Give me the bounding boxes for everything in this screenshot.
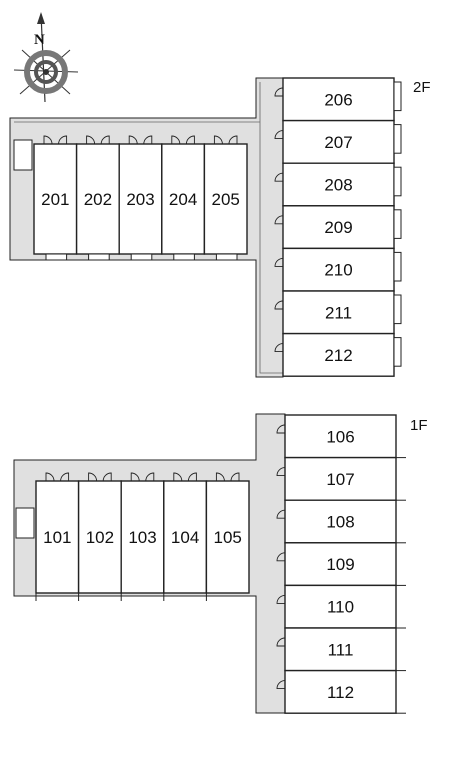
- unit-number: 112: [327, 683, 354, 702]
- unit-number: 207: [324, 133, 352, 152]
- unit-210: 210: [274, 247, 402, 292]
- west-units-2f: 201 202 203 204 205: [33, 135, 248, 261]
- unit-202: 202: [75, 135, 120, 261]
- door-icon: [274, 300, 284, 310]
- unit-211: 211: [274, 290, 402, 335]
- unit-106: 106: [276, 414, 406, 459]
- door-icon: [100, 135, 110, 145]
- unit-number: 109: [326, 555, 354, 574]
- unit-number: 111: [328, 640, 354, 659]
- unit-number: 107: [326, 470, 354, 489]
- door-icon: [128, 135, 138, 145]
- west-units-1f: 101 102 103 104 105: [35, 472, 250, 601]
- unit-number: 105: [214, 528, 242, 547]
- unit-number: 104: [171, 528, 199, 547]
- door-icon: [171, 135, 181, 145]
- door-icon: [276, 594, 286, 604]
- door-icon: [45, 472, 55, 482]
- unit-number: 210: [324, 261, 352, 280]
- door-icon: [274, 257, 284, 267]
- unit-number: 106: [326, 427, 354, 446]
- door-icon: [276, 467, 286, 477]
- staircase-2f: [13, 139, 33, 171]
- unit-201: 201: [33, 135, 78, 261]
- floor-2: 2F 201 202 203 204 205 206 207 208 209 210 211 212: [9, 77, 431, 378]
- floor-label-1f: 1F: [410, 417, 428, 434]
- unit-number: 206: [324, 90, 352, 109]
- door-icon: [130, 472, 140, 482]
- unit-102: 102: [77, 472, 122, 601]
- door-icon: [228, 135, 238, 145]
- unit-number: 101: [43, 528, 71, 547]
- door-icon: [276, 424, 286, 434]
- door-icon: [102, 472, 112, 482]
- east-units-2f: 206 207 208 209 210 211 212: [274, 77, 402, 377]
- door-icon: [60, 472, 70, 482]
- unit-number: 204: [169, 190, 197, 209]
- door-icon: [276, 680, 286, 690]
- door-icon: [88, 472, 98, 482]
- unit-203: 203: [118, 135, 163, 261]
- unit-108: 108: [276, 499, 406, 544]
- door-icon: [276, 637, 286, 647]
- door-icon: [86, 135, 96, 145]
- floor-label-2f: 2F: [413, 79, 431, 96]
- unit-103: 103: [120, 472, 165, 601]
- unit-109: 109: [276, 542, 406, 587]
- unit-107: 107: [276, 456, 406, 501]
- east-units-1f: 106 107 108 109 110 111 112: [276, 414, 406, 714]
- door-icon: [274, 130, 284, 140]
- floor-1: 1F 101 102 103 104 105 106 107 108 109 110 111 112: [13, 413, 428, 714]
- unit-number: 108: [326, 513, 354, 532]
- door-icon: [145, 472, 155, 482]
- unit-212: 212: [274, 332, 402, 377]
- door-icon: [215, 472, 225, 482]
- unit-112: 112: [276, 669, 406, 714]
- unit-number: 211: [325, 303, 352, 322]
- unit-205: 205: [203, 135, 248, 261]
- door-icon: [173, 472, 183, 482]
- unit-208: 208: [274, 162, 402, 207]
- unit-number: 110: [327, 598, 354, 617]
- unit-number: 209: [324, 218, 352, 237]
- door-icon: [230, 472, 240, 482]
- unit-206: 206: [274, 77, 402, 122]
- door-icon: [185, 135, 195, 145]
- door-icon: [143, 135, 153, 145]
- unit-101: 101: [35, 472, 80, 601]
- door-icon: [58, 135, 68, 145]
- unit-207: 207: [274, 119, 402, 164]
- door-icon: [213, 135, 223, 145]
- unit-number: 208: [324, 176, 352, 195]
- door-icon: [274, 87, 284, 97]
- unit-number: 205: [212, 190, 240, 209]
- unit-number: 103: [128, 528, 156, 547]
- unit-105: 105: [205, 472, 250, 601]
- unit-104: 104: [163, 472, 208, 601]
- door-icon: [274, 215, 284, 225]
- door-icon: [43, 135, 53, 145]
- unit-number: 201: [41, 190, 69, 209]
- unit-111: 111: [276, 627, 406, 672]
- unit-number: 212: [324, 346, 352, 365]
- unit-number: 203: [126, 190, 154, 209]
- unit-204: 204: [161, 135, 206, 261]
- corridor-2f-inner-edge: [14, 82, 283, 374]
- unit-110: 110: [276, 584, 406, 629]
- door-icon: [274, 343, 284, 353]
- unit-209: 209: [274, 205, 402, 250]
- staircase-1f: [15, 507, 35, 539]
- door-icon: [274, 172, 284, 182]
- compass-icon: N: [13, 12, 79, 103]
- door-icon: [276, 509, 286, 519]
- unit-number: 102: [86, 528, 114, 547]
- door-icon: [276, 552, 286, 562]
- north-label: N: [34, 32, 45, 48]
- unit-number: 202: [84, 190, 112, 209]
- door-icon: [187, 472, 197, 482]
